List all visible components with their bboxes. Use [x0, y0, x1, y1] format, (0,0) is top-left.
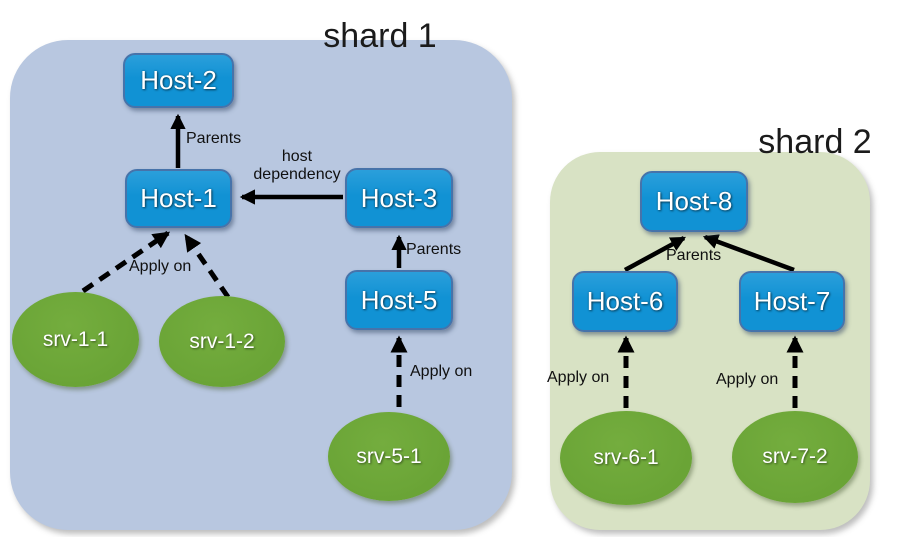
shard-1-title: shard 1: [323, 17, 437, 55]
edge-label-applyon-srv5: Apply on: [410, 363, 473, 380]
edge-label-applyon-srv7: Apply on: [716, 371, 779, 388]
edge-label-parents-host5-host3: Parents: [406, 241, 462, 258]
node-host-5: Host-5: [345, 270, 453, 330]
node-host-2: Host-2: [123, 53, 234, 108]
edge-label-host-dependency: host dependency: [253, 148, 341, 184]
node-host-7: Host-7: [739, 271, 845, 332]
edge-label-parents-host1-host2: Parents: [186, 130, 242, 147]
node-srv-7-2: srv-7-2: [732, 411, 858, 503]
node-srv-6-1: srv-6-1: [560, 411, 692, 505]
node-srv-5-1: srv-5-1: [328, 412, 450, 501]
edge-label-applyon-srv1: Apply on: [129, 258, 192, 275]
node-host-3: Host-3: [345, 168, 453, 228]
node-host-6: Host-6: [572, 271, 678, 332]
node-srv-1-2: srv-1-2: [159, 296, 285, 387]
node-host-8: Host-8: [640, 171, 748, 232]
edge-label-parents-shard2: Parents: [666, 247, 722, 264]
edge-label-applyon-srv6: Apply on: [547, 369, 610, 386]
node-host-1: Host-1: [125, 169, 232, 228]
shard-2-title: shard 2: [758, 123, 872, 161]
node-srv-1-1: srv-1-1: [12, 292, 139, 387]
